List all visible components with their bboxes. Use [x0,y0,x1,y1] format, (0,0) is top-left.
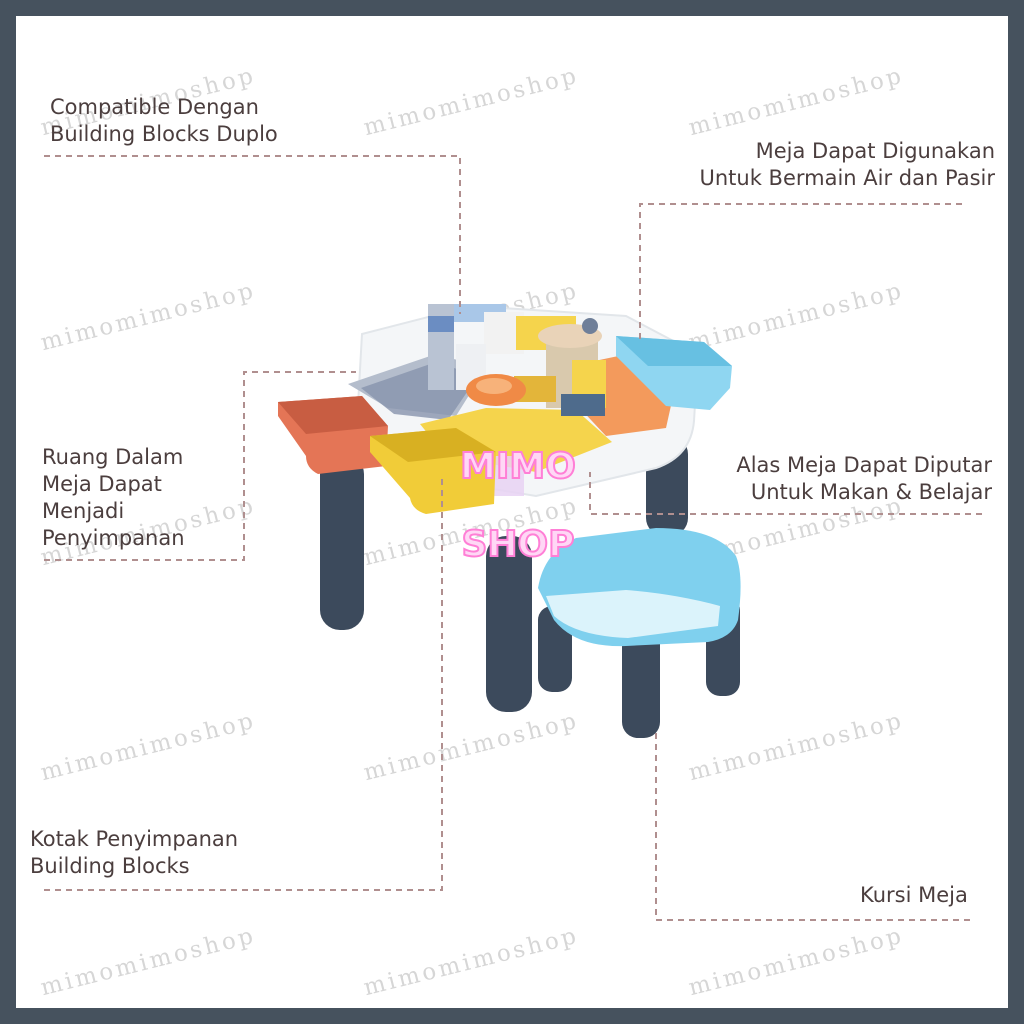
label-chair: Kursi Meja [860,882,968,909]
table-leg-front [486,536,532,712]
label-inner-storage: Ruang Dalam Meja Dapat Menjadi Penyimpan… [42,444,185,552]
callout-lines [44,155,982,921]
chair-leg-front [622,628,660,738]
label-line: Untuk Bermain Air dan Pasir [699,166,996,190]
label-line: Meja Dapat [42,472,162,496]
label-line: Untuk Makan & Belajar [750,480,992,504]
label-storage-box: Kotak Penyimpanan Building Blocks [30,826,238,880]
logo-line2: SHOP [461,524,574,565]
label-line: Kursi Meja [860,883,968,907]
logo-line1: MIMO [460,446,576,487]
product-infographic: mimomimoshop mimomimoshop mimomimoshop m… [16,16,1008,1008]
mimo-shop-logo: MIMO SHOP [459,445,577,566]
block [561,394,605,416]
leader-line-rotating-top [589,472,982,515]
label-line: Meja Dapat Digunakan [755,139,995,163]
label-line: Kotak Penyimpanan [30,827,239,851]
leader-line-compatible [44,155,461,314]
marble [582,318,598,334]
label-line: Menjadi [42,499,125,523]
block [428,316,454,332]
label-water-sand: Meja Dapat Digunakan Untuk Bermain Air d… [700,138,996,192]
label-line: Building Blocks [30,854,190,878]
leader-line-inner-storage [44,371,356,561]
kids-table-chair-illustration: MIMO SHOP [278,304,741,738]
label-rotating-top: Alas Meja Dapat Diputar Untuk Makan & Be… [736,452,992,506]
label-line: Building Blocks Duplo [50,122,278,146]
label-compatible: Compatible Dengan Building Blocks Duplo [50,94,278,148]
label-line: Ruang Dalam [42,445,184,469]
label-line: Penyimpanan [42,526,185,550]
table-leg-left [320,454,364,630]
leader-line-chair [655,728,970,921]
leader-line-water-sand [639,203,962,344]
label-line: Compatible Dengan [50,95,259,119]
marble-ramp [476,378,512,394]
label-line: Alas Meja Dapat Diputar [736,453,992,477]
leader-line-storage-box [44,476,443,891]
